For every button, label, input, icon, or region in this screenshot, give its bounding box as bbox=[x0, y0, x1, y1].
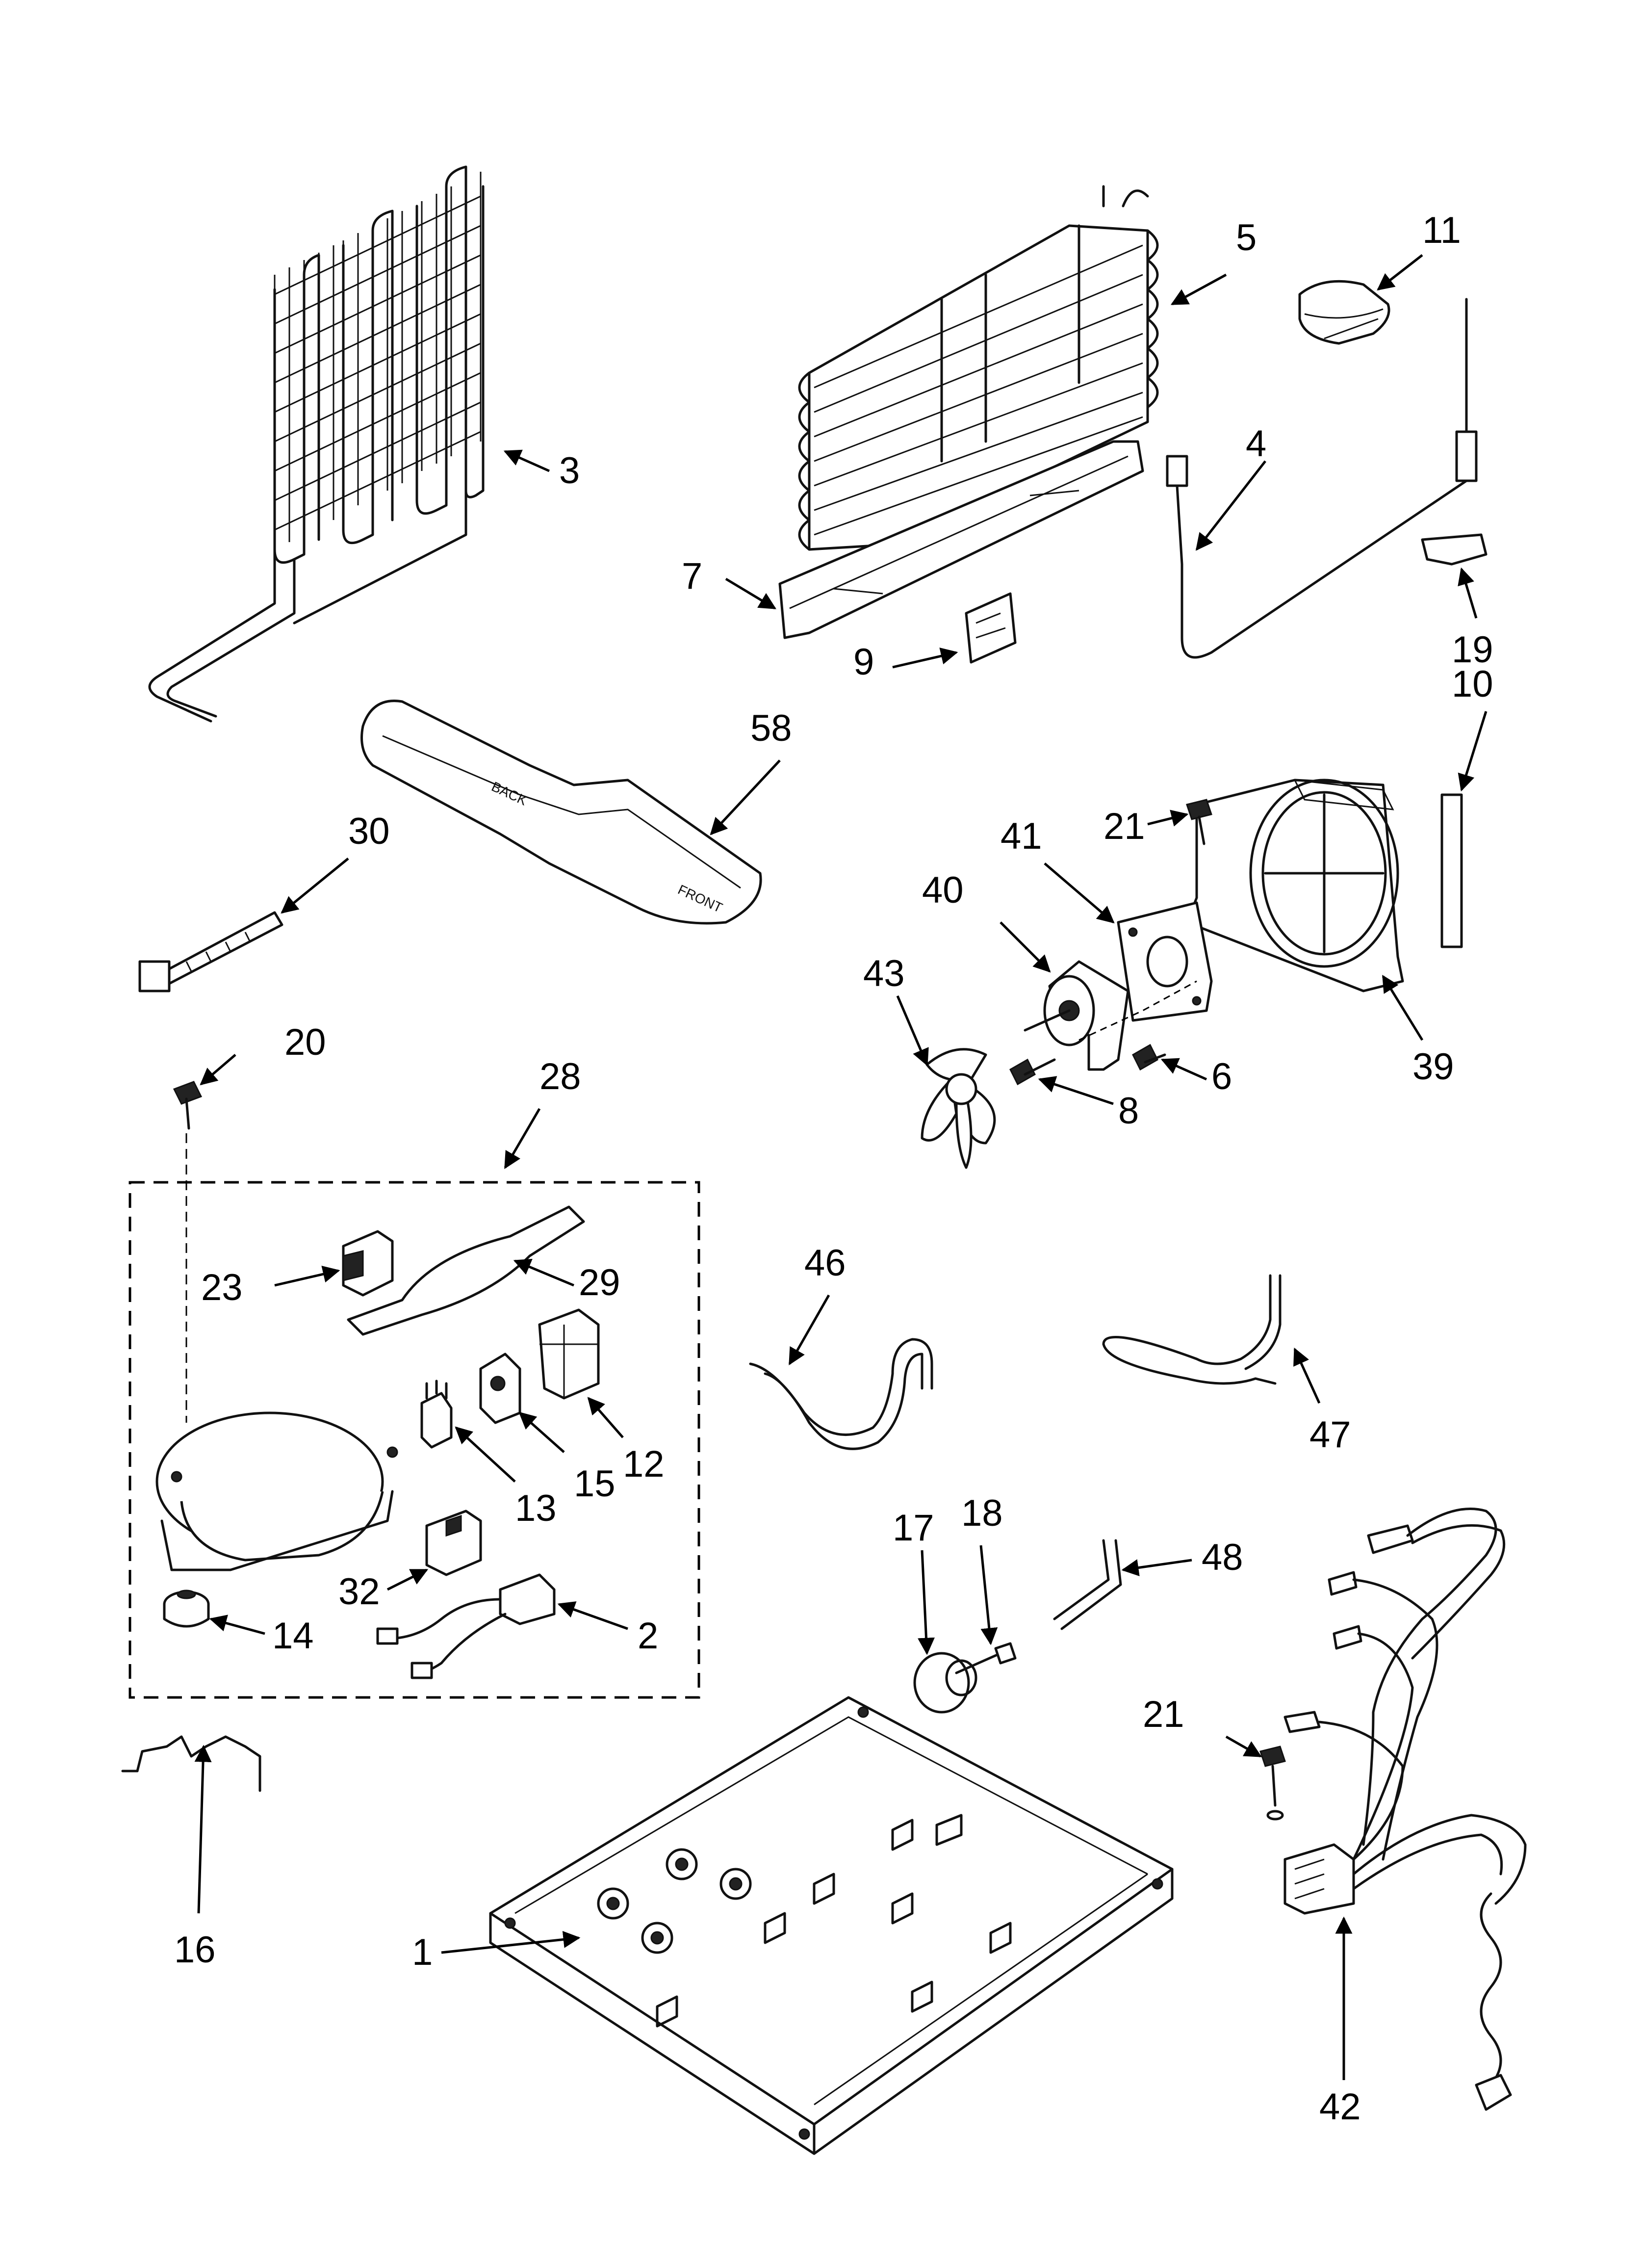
callout-19: 19 bbox=[1452, 629, 1493, 671]
callout-47: 47 bbox=[1309, 1414, 1351, 1456]
wire-harness-icon bbox=[1283, 1508, 1527, 2111]
callout-11: 11 bbox=[1422, 209, 1461, 251]
refrigerant-tube-icon bbox=[1102, 1274, 1282, 1385]
compressor-kit-group-box bbox=[128, 1181, 700, 1699]
callout-10: 10 bbox=[1452, 663, 1493, 705]
callout-7: 7 bbox=[682, 555, 702, 597]
callout-12: 12 bbox=[623, 1443, 665, 1485]
sensor-wire-icon bbox=[1166, 298, 1478, 659]
callout-6: 6 bbox=[1211, 1056, 1232, 1097]
callout-14: 14 bbox=[272, 1615, 314, 1657]
callout-48: 48 bbox=[1202, 1537, 1243, 1578]
callout-58: 58 bbox=[750, 707, 792, 749]
base-frame-icon bbox=[489, 1696, 1174, 2155]
callout-17: 17 bbox=[893, 1507, 934, 1549]
callout-18: 18 bbox=[961, 1492, 1003, 1534]
compressor-icon bbox=[155, 1411, 398, 1571]
thermistor-cap-icon bbox=[1298, 280, 1390, 345]
callout-46: 46 bbox=[804, 1242, 846, 1284]
callout-42: 42 bbox=[1319, 2086, 1361, 2128]
callout-21-upper: 21 bbox=[1103, 806, 1145, 847]
drain-pan-icon: BACK FRONT bbox=[360, 700, 762, 925]
evaporator-drain-trough-icon bbox=[778, 440, 1144, 639]
cable-tie-icon bbox=[138, 911, 283, 992]
callout-21-lower: 21 bbox=[1143, 1694, 1184, 1735]
roller-icon bbox=[913, 1652, 977, 1714]
compressor-wire-icon bbox=[376, 1573, 556, 1679]
axle-screw-icon bbox=[955, 1642, 1017, 1674]
callout-5: 5 bbox=[1236, 217, 1257, 259]
callout-39: 39 bbox=[1412, 1046, 1454, 1088]
callout-1: 1 bbox=[412, 1931, 433, 1973]
callout-28: 28 bbox=[539, 1056, 581, 1097]
callout-13: 13 bbox=[515, 1487, 557, 1529]
screw-icon bbox=[1132, 1043, 1166, 1071]
filter-drier-icon bbox=[347, 1205, 585, 1336]
callout-40: 40 bbox=[922, 869, 964, 911]
foam-strip-icon bbox=[1440, 793, 1463, 948]
overload-connector-icon bbox=[420, 1380, 453, 1449]
condenser-coil-icon bbox=[148, 165, 485, 723]
start-relay-icon bbox=[479, 1353, 521, 1424]
callout-30: 30 bbox=[348, 810, 390, 852]
wire-clip-icon bbox=[1421, 533, 1488, 566]
callout-29: 29 bbox=[579, 1262, 620, 1303]
callout-3: 3 bbox=[559, 450, 580, 492]
grommet-icon bbox=[163, 1590, 210, 1628]
callout-4: 4 bbox=[1246, 423, 1266, 465]
screw-icon bbox=[1186, 799, 1212, 845]
callout-9: 9 bbox=[853, 641, 874, 683]
relay-cover-icon bbox=[538, 1308, 600, 1400]
callout-2: 2 bbox=[638, 1615, 658, 1657]
callout-8: 8 bbox=[1118, 1090, 1139, 1132]
callout-16: 16 bbox=[174, 1929, 216, 1971]
relay-connector-icon bbox=[342, 1230, 394, 1297]
callout-41: 41 bbox=[1001, 815, 1042, 857]
callout-23: 23 bbox=[201, 1267, 243, 1308]
callout-15: 15 bbox=[574, 1463, 616, 1505]
clip-icon bbox=[965, 592, 1017, 664]
capacitor-icon bbox=[425, 1510, 482, 1576]
callout-20: 20 bbox=[284, 1021, 326, 1063]
evaporator-coil-icon bbox=[798, 185, 1159, 551]
fan-shroud-icon bbox=[1185, 779, 1404, 992]
fan-motor-icon bbox=[1024, 960, 1129, 1071]
screw-icon bbox=[1259, 1746, 1286, 1821]
wire-bracket-icon bbox=[121, 1735, 261, 1792]
bent-tube-icon bbox=[1053, 1539, 1122, 1630]
fan-blade-icon bbox=[921, 1048, 996, 1169]
motor-mount-plate-icon bbox=[1117, 901, 1213, 1022]
callout-43: 43 bbox=[863, 953, 905, 994]
bolt-icon bbox=[173, 1081, 203, 1423]
screw-icon bbox=[1009, 1058, 1056, 1086]
drain-tube-icon bbox=[749, 1338, 933, 1450]
callout-32: 32 bbox=[338, 1571, 380, 1613]
